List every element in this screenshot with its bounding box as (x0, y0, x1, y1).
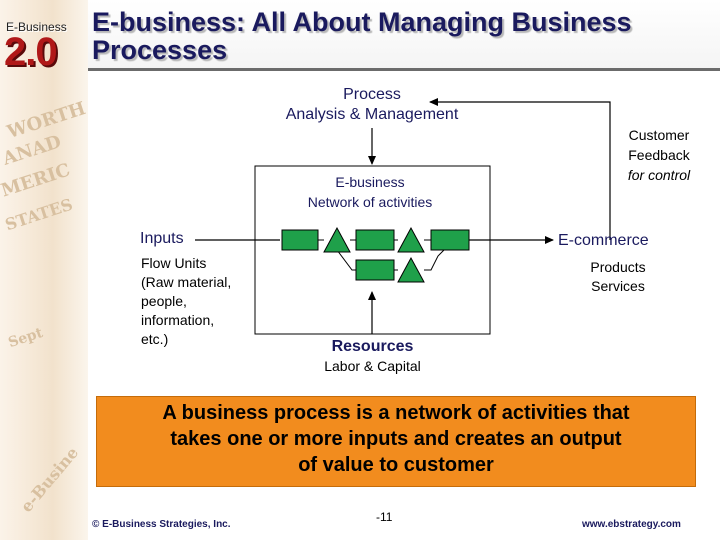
process-analysis-line: Process (343, 86, 401, 103)
website-link[interactable]: www.ebstrategy.com (582, 519, 681, 530)
activity-box (430, 229, 470, 251)
inputs-detail: Flow Units (Raw material, people, inform… (141, 254, 261, 349)
decorative-side-strip: WORTH ANAD MERIC STATES Sept e-Busine (0, 0, 88, 540)
inputs-detail-line: people, (141, 293, 187, 309)
page-title: E-business: All About Managing Business … (92, 7, 632, 65)
network-line: E-business (335, 174, 405, 190)
definition-callout-text: A business process is a network of activ… (100, 400, 692, 478)
badge-small: E-Business (6, 20, 67, 34)
callout-line: of value to customer (298, 454, 494, 476)
branch-line (336, 249, 356, 271)
outputs-detail-line: Products (590, 259, 646, 275)
inputs-detail-line: (Raw material, (141, 274, 232, 290)
network-label: E-business Network of activities (280, 172, 460, 212)
activity-box (281, 229, 319, 251)
inputs-label: Inputs (140, 230, 184, 247)
branch-line (424, 249, 445, 271)
customer-feedback-label: Customer Feedback for control (610, 125, 708, 185)
activity-triangle (323, 226, 351, 253)
badge-version: 2.0 (4, 30, 58, 74)
callout-line: A business process is a network of activ… (162, 402, 630, 424)
customer-feedback-line: for control (627, 167, 691, 183)
title-band (88, 0, 720, 70)
network-line: Network of activities (307, 194, 433, 210)
ecommerce-label: E-commerce (558, 232, 649, 249)
activity-triangle (397, 256, 425, 283)
copyright-text: © E-Business Strategies, Inc. (92, 519, 231, 530)
process-analysis-line: Analysis & Management (285, 106, 459, 123)
resources-label: Resources (331, 338, 414, 355)
feedback-line (429, 98, 611, 240)
inputs-detail-line: etc.) (141, 331, 169, 347)
activity-box (355, 229, 395, 251)
resources-detail: Labor & Capital (324, 358, 421, 374)
page-number: -11 (376, 510, 393, 524)
outputs-detail-line: Services (591, 278, 645, 294)
inputs-detail-line: information, (141, 312, 215, 328)
outputs-detail: Products Services (568, 258, 668, 296)
activity-triangle (397, 226, 425, 253)
customer-feedback-line: Feedback (628, 147, 690, 163)
process-analysis-label: Process Analysis & Management (262, 85, 482, 125)
callout-line: takes one or more inputs and creates an … (170, 428, 622, 450)
title-divider (88, 68, 720, 71)
inputs-detail-line: Flow Units (141, 255, 207, 271)
activity-box (355, 259, 395, 281)
definition-callout-box (96, 396, 696, 487)
customer-feedback-line: Customer (628, 127, 690, 143)
